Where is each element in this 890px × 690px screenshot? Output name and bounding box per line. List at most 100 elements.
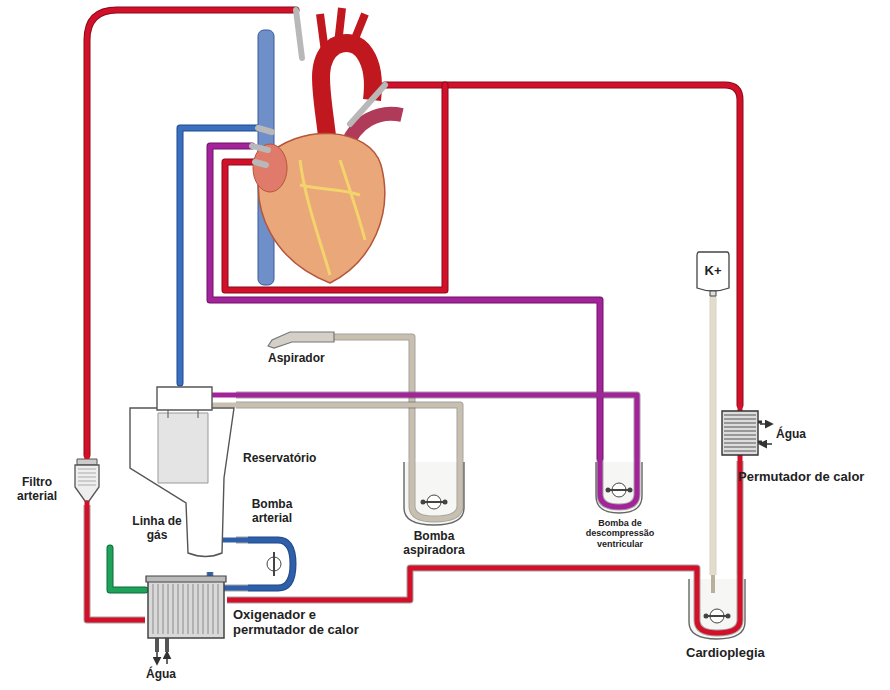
filter-port [85, 455, 90, 505]
exchanger-port [758, 422, 762, 442]
pump-tube [412, 458, 460, 519]
filter-mesh [78, 473, 96, 474]
shape-label: K+ [696, 250, 730, 290]
reservoir-filter [158, 413, 208, 483]
bag-nozzle [710, 291, 716, 296]
arterial-filter-outline [72, 455, 102, 505]
aspirator-wand-outline [266, 322, 334, 348]
component-label: Reservatório [243, 452, 343, 466]
tube-edge [227, 568, 697, 600]
oxygenator-fibre [188, 584, 189, 634]
tubing [87, 10, 740, 590]
tube-edge [236, 405, 460, 458]
filter-cap [77, 459, 97, 465]
pump-roller-arm [608, 489, 630, 491]
oxygenator-fibre [183, 584, 184, 634]
reservoir: Reservatório [128, 383, 236, 560]
pump-roller-arm [423, 501, 445, 503]
exchanger-rib [724, 439, 756, 440]
gas-line-label: Linha de gás [130, 515, 184, 543]
component-label: Permutador de calor [738, 470, 886, 485]
pump-tube [600, 458, 637, 507]
arterial-pump-shape [248, 540, 293, 588]
oxygenator-fibre [193, 584, 194, 634]
component-label: Cardioplegia [686, 646, 796, 661]
exchanger-rib [724, 443, 756, 444]
component-label: Aspirador [268, 352, 358, 366]
water-label: Água [146, 668, 196, 682]
pump-tube [248, 540, 293, 588]
exchanger-rib [724, 419, 756, 420]
potassium-bag-shape [697, 252, 729, 296]
heat-exchanger-outline [720, 405, 760, 461]
component-label: Oxigenador e permutador de calor [233, 608, 375, 638]
coronary-artery [300, 160, 365, 275]
filter-body [75, 465, 99, 501]
tube [236, 405, 460, 458]
aspirator-wand-shape [268, 332, 334, 348]
filter-mesh [78, 481, 96, 482]
pump-tube-edge [697, 575, 740, 633]
cardioplegia-line [385, 85, 740, 405]
suction-pump-shape [404, 458, 464, 525]
reservoir-shape [130, 387, 236, 557]
pump-roller [443, 500, 448, 505]
oxygenator-outline [145, 572, 227, 652]
arterial-pump-outline [248, 530, 298, 595]
component-label: Bomba arterial [238, 498, 306, 526]
gas-line [110, 548, 145, 590]
vent-pump-shape [596, 458, 642, 513]
oxygenator-fibre [213, 584, 214, 634]
oxygenator-fibre [173, 584, 174, 634]
potassium-inlet [711, 575, 715, 593]
oxygenator: Oxigenador e permutador de calor [145, 572, 227, 652]
oxygenator-fibre [163, 584, 164, 634]
reservoir-neck [168, 410, 198, 418]
oxygenator-fibre [198, 584, 199, 634]
pump-roller [606, 488, 611, 493]
pump-roller [726, 614, 731, 619]
tube [227, 568, 697, 600]
arterial-filter-shape [75, 455, 99, 505]
tube [711, 296, 716, 575]
reservoir-port [212, 393, 236, 398]
oxygenator-fibre [203, 584, 204, 634]
heat-exchanger: Permutador de calor [720, 405, 760, 461]
exchanger-rib [724, 435, 756, 436]
tube [236, 395, 637, 458]
cardioplegia-pump: Cardioplegia [688, 575, 746, 640]
arterial-filter: Filtro arterial [72, 455, 102, 505]
water-arrows [157, 424, 772, 664]
aspirator-wand: Aspirador [266, 322, 334, 348]
component-label: Filtro arterial [8, 476, 66, 504]
reservoir-outline [128, 383, 236, 560]
pump-tube-edge [600, 458, 637, 507]
exchanger-rib [724, 423, 756, 424]
tube-edge [236, 395, 637, 458]
pump-tube-edge [248, 540, 293, 588]
suction-pump: Bomba aspiradora [403, 458, 465, 526]
tube-edge [710, 296, 717, 575]
cardioplegia-line [385, 85, 740, 405]
pump-roller [421, 500, 426, 505]
bag-outline [697, 252, 729, 291]
gas-line [110, 548, 145, 590]
oxygenator-lid [146, 576, 226, 582]
water-port [157, 638, 167, 652]
oxygenator-fibre [168, 584, 169, 634]
heart-illustration [252, 8, 402, 285]
vent-pump-outline [595, 458, 643, 514]
exchanger-body [722, 411, 758, 455]
heat-exchanger-shape [722, 405, 762, 461]
water-label: Água [776, 428, 826, 442]
pump-tube [697, 575, 740, 633]
reservoir-port [212, 403, 236, 408]
tube-connector [713, 296, 714, 575]
reservoir-lid [157, 387, 212, 410]
cardioplegia-pump-outline [688, 575, 746, 640]
exchanger-rib [724, 427, 756, 428]
oxygenator-fibre [153, 584, 154, 634]
